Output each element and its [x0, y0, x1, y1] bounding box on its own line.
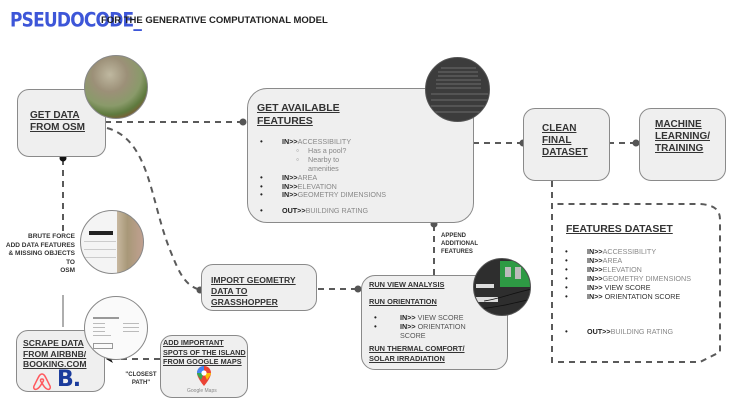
node-title-line: LEARNING/ [655, 131, 710, 142]
brute-force-label: BRUTE FORCE ADD DATA FEATURES & MISSING … [5, 233, 75, 275]
connector-osm-to-import [106, 127, 201, 291]
closest-path-label: "CLOSEST PATH" [125, 372, 157, 386]
airbnb-logo-icon [33, 373, 51, 391]
google-maps-logo-text: Google Maps [187, 388, 217, 394]
step-solar-irradiation: SOLAR IRRADIATION [369, 354, 445, 363]
node-machine-learning[interactable]: MACHINE LEARNING/ TRAINING [639, 108, 726, 181]
feature-item: IN>>GEOMETRY DIMENSIONS [248, 190, 448, 200]
airbnb-amenities-thumbnail [84, 296, 148, 360]
osm-tooltip-shape [89, 231, 113, 235]
node-title-line: FROM AIRBNB/ [23, 348, 87, 359]
analysis-list: IN>> VIEW SCORE IN>> ORIENTATION SCORE [362, 313, 482, 341]
node-import-geometry[interactable]: IMPORT GEOMETRY DATA TO GRASSHOPPER [201, 264, 317, 311]
node-title-line: GET DATA [30, 110, 80, 121]
analysis-item: IN>> VIEW SCORE [362, 313, 482, 323]
connector-clean-to-featureset [551, 181, 721, 363]
node-features-dataset[interactable]: FEATURES DATASET IN>>ACCESSIBILITY IN>>A… [553, 205, 718, 361]
feature-item-output: OUT>>BUILDING RATING [553, 327, 723, 337]
feature-item: IN>> ORIENTATION SCORE [553, 292, 723, 302]
features-dataset-list: IN>>ACCESSIBILITY IN>>AREA IN>>ELEVATION… [553, 247, 723, 337]
feature-item: IN>>AREA [553, 256, 723, 266]
connector-dot [632, 139, 640, 147]
node-title-line: SPOTS OF THE ISLAND [163, 347, 246, 357]
node-title-line: FEATURES [257, 115, 313, 127]
node-title-line: MACHINE [655, 119, 702, 130]
feature-subitem: Nearby to amenities [248, 155, 368, 174]
data-table-thumbnail [425, 57, 490, 122]
feature-item: IN>>AREA [248, 173, 448, 183]
connector-dot [239, 118, 247, 126]
node-title-line: GET AVAILABLE [257, 102, 340, 114]
google-maps-pin-icon [197, 366, 211, 386]
feature-item-output: OUT>>BUILDING RATING [248, 206, 448, 216]
feature-item: IN>>ACCESSIBILITY [553, 247, 723, 257]
step-run-orientation: RUN ORIENTATION [369, 297, 437, 306]
grasshopper-canvas-thumbnail [473, 258, 531, 316]
feature-item: IN>>GEOMETRY DIMENSIONS [553, 274, 723, 284]
node-google-maps-spots[interactable]: ADD IMPORTANT SPOTS OF THE ISLAND FROM G… [160, 335, 248, 398]
features-dataset-title: FEATURES DATASET [566, 223, 673, 235]
node-get-available-features[interactable]: GET AVAILABLE FEATURES IN>>ACCESSIBILITY… [247, 88, 474, 223]
node-title-line: DATA TO GRASSHOPPER [211, 286, 278, 307]
page-subtitle: FOR THE GENERATIVE COMPUTATIONAL MODEL [101, 15, 328, 26]
node-title-line: CLEAN [542, 123, 577, 134]
features-list: IN>>ACCESSIBILITY Has a pool? Nearby to … [248, 137, 448, 216]
node-title-line: DATASET [542, 147, 588, 158]
node-title-line: TRAINING [655, 143, 704, 154]
feature-item: IN>>ELEVATION [248, 182, 448, 192]
connector-dot [354, 285, 362, 293]
analysis-item: IN>> ORIENTATION SCORE [362, 322, 472, 341]
table-lines-icon [431, 67, 488, 113]
node-title-line: IMPORT GEOMETRY [211, 275, 296, 285]
node-title-line: ADD IMPORTANT [163, 338, 224, 347]
node-title-line: SCRAPE DATA [23, 338, 84, 348]
feature-item: IN>>ELEVATION [553, 265, 723, 275]
feature-item: IN>>ACCESSIBILITY [248, 137, 448, 147]
node-title-line: FROM GOOGLE MAPS [163, 357, 242, 366]
append-features-label: APPEND ADDITIONAL FEATURES [441, 233, 478, 255]
node-clean-final-dataset[interactable]: CLEAN FINAL DATASET [523, 108, 610, 181]
aerial-photo-thumbnail [84, 55, 148, 119]
step-run-thermal-comfort: RUN THERMAL COMFORT/ [369, 344, 465, 353]
step-run-view-analysis: RUN VIEW ANALYSIS [369, 280, 445, 289]
node-title-line: FINAL [542, 135, 572, 146]
feature-subitem: Has a pool? [248, 146, 448, 156]
osm-editor-thumbnail [80, 210, 144, 274]
page-title: PSEUDOCODE_ [10, 9, 142, 32]
feature-item: IN>> VIEW SCORE [553, 283, 723, 293]
booking-logo: B. [57, 367, 81, 392]
node-title-line: FROM OSM [30, 122, 85, 133]
node-title-line: BOOKING.COM [23, 359, 87, 369]
